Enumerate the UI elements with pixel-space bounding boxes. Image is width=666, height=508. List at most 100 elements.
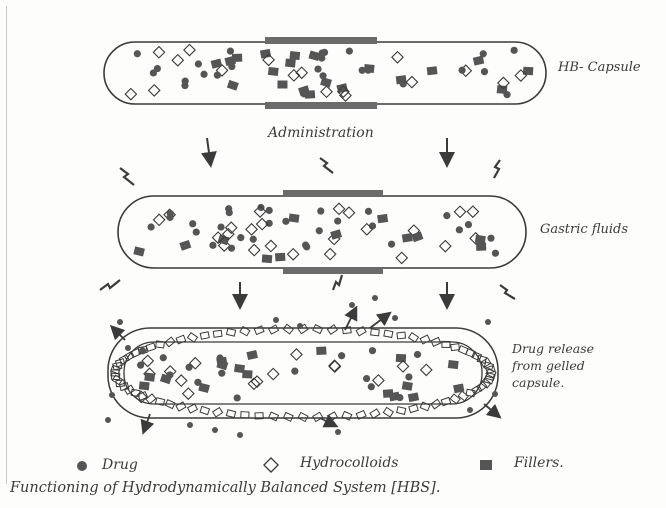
gel-flake [283, 324, 293, 334]
drug-particle [480, 50, 487, 57]
gel-flake [397, 407, 406, 415]
gel-flake [213, 408, 223, 417]
drug-particle [443, 212, 450, 219]
hydrocolloid-particle [406, 76, 417, 87]
gel-flake [371, 329, 380, 336]
drug-particle [316, 227, 323, 234]
filler-particle [448, 360, 459, 369]
drug-particle [193, 228, 200, 235]
gel-flake [200, 406, 209, 414]
filler-particle [242, 370, 252, 379]
hydrocolloid-particle [184, 44, 195, 55]
gel-flake [409, 333, 419, 342]
capsule-band-bottom [265, 102, 377, 109]
released-drug-particle [117, 319, 123, 325]
hydrocolloid-particle [325, 248, 336, 259]
drug-particle [400, 80, 407, 87]
hydrocolloid-particle [397, 361, 408, 372]
drug-particle [369, 222, 376, 229]
drug-particle [465, 221, 472, 228]
gel-flake [370, 409, 380, 418]
filler-particle [268, 67, 279, 76]
hydrocolloid-particle [125, 88, 136, 99]
fluid-zigzag [494, 160, 500, 178]
filler-particle [285, 59, 296, 68]
gel-flake [313, 412, 323, 421]
drug-particle [237, 234, 244, 241]
hydrocolloid-particle [291, 349, 302, 360]
drug-particle [314, 65, 321, 72]
drug-particle [414, 351, 421, 358]
gastric-fluids-label: Gastric fluids [540, 222, 628, 237]
drug-particle [456, 226, 463, 233]
drug-particle [363, 375, 370, 382]
filler-particle [277, 81, 287, 89]
released-drug-particle [237, 432, 243, 438]
hydrocolloid-particle [268, 368, 279, 379]
drug-particle [200, 71, 207, 78]
hydrocolloid-particle [288, 249, 299, 260]
released-drug-particle [467, 407, 473, 413]
drug-particle [209, 242, 216, 249]
hydrocolloid-particle [183, 388, 194, 399]
administration-label: Administration [268, 125, 374, 141]
gel-flake [383, 407, 393, 416]
filler-particle [476, 243, 486, 251]
drug-release-label: Drug release from gelled capsule. [512, 340, 662, 391]
gel-flake [146, 343, 155, 351]
filler-particle [211, 58, 223, 68]
filler-particle [316, 347, 326, 355]
drug-particle [147, 223, 154, 230]
gel-flake [176, 402, 186, 411]
filler-particle [427, 66, 438, 75]
gel-flake [342, 411, 352, 420]
gelled-capsule [105, 295, 498, 438]
gel-flake [384, 330, 393, 337]
capsule-band-top [283, 190, 383, 197]
released-drug-particle [187, 422, 193, 428]
filler-particle [198, 383, 210, 393]
released-drug [105, 295, 498, 438]
filler-particle [402, 381, 413, 391]
fluid-zigzag [320, 158, 333, 173]
drug-particle [317, 207, 324, 214]
drug-particle [266, 207, 273, 214]
gel-flake [472, 385, 482, 394]
fluid-zigzag [120, 168, 134, 185]
hydrocolloid-particle [172, 55, 183, 66]
filler-particle [396, 354, 406, 362]
hydrocolloid-particle [467, 206, 478, 217]
released-drug-particle [297, 323, 303, 329]
released-drug-particle [372, 295, 378, 301]
capsule-band-bottom [283, 267, 383, 274]
gel-flake [213, 330, 222, 337]
drug-particle [137, 362, 144, 369]
gel-flake [269, 325, 279, 334]
drug-particle [182, 78, 189, 85]
drug-release-line: capsule. [512, 374, 662, 391]
gel-flake [409, 405, 418, 413]
gel-flake [313, 325, 323, 334]
drug-particle [282, 218, 289, 225]
drug-particle [365, 67, 372, 74]
filler-particle [289, 51, 300, 60]
gel-flake [420, 335, 430, 344]
released-drug-particle [492, 391, 498, 397]
gel-flake [327, 412, 337, 421]
drug-particle [365, 208, 372, 215]
filler-particle [330, 229, 342, 240]
gel-flake [226, 329, 235, 337]
filler-particle [289, 214, 300, 223]
hydrocolloid-particle [265, 240, 276, 251]
drug-particle [458, 67, 465, 74]
filler-particle [275, 253, 285, 262]
drug-particle [228, 245, 235, 252]
drug-release-line: from gelled [512, 357, 662, 374]
gel-flake [226, 410, 235, 418]
released-drug-particle [109, 392, 115, 398]
drug-particle [492, 250, 499, 257]
hb-capsule [104, 37, 546, 109]
gel-flake [397, 332, 406, 339]
hydrocolloid-particle [454, 206, 465, 217]
